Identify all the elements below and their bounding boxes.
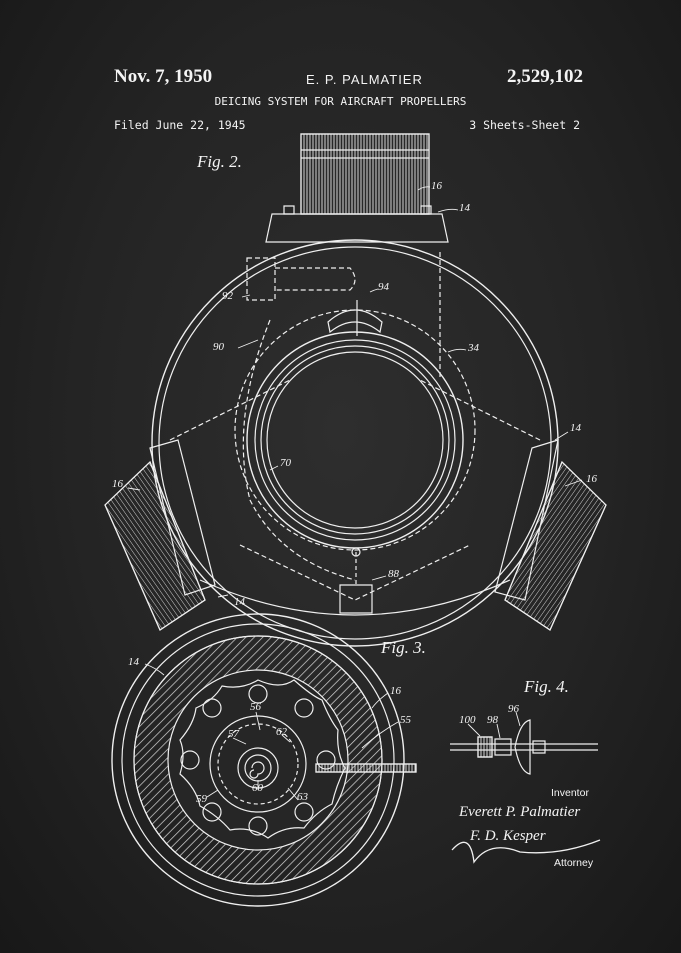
patent-date: Nov. 7, 1950 [114, 66, 213, 87]
hub-outer-circle-2 [159, 247, 551, 639]
ref-55: 55 [400, 714, 411, 726]
fig4-drawing [450, 712, 598, 774]
sheet-number: 3 Sheets-Sheet 2 [469, 118, 580, 132]
hidden-line-90 [243, 320, 355, 580]
ref-16-left: 16 [112, 478, 123, 490]
left-blade-outline [105, 462, 205, 630]
fitting-nozzle [352, 548, 360, 556]
ref-70: 70 [280, 457, 291, 469]
fig3-feed-tube [316, 764, 416, 772]
inner-ring-2 [261, 346, 449, 534]
fig3-outer-circle-2 [122, 624, 394, 896]
socket-bolt-2 [421, 206, 431, 214]
inner-ring-3 [267, 352, 443, 528]
patent-title: DEICING SYSTEM FOR AIRCRAFT PROPELLERS [214, 95, 467, 108]
attorney-caption: Attorney [554, 857, 594, 869]
fig3-feed-tube-outline [316, 764, 416, 772]
clamp-94 [328, 310, 382, 332]
ref-14-bottom: 14 [234, 596, 245, 608]
patent-number: 2,529,102 [507, 66, 583, 87]
ref-56: 56 [250, 701, 261, 713]
ref-16-right: 16 [586, 473, 597, 485]
fig4-part-100 [478, 737, 492, 757]
fig3-inner-disc [168, 670, 348, 850]
ref-62: 62 [276, 726, 287, 738]
fig3-outer-circle [112, 614, 404, 906]
fig4-nut [533, 741, 545, 753]
fig2-leaders [128, 187, 582, 597]
right-blade-cuff [505, 462, 606, 630]
top-socket [266, 214, 448, 242]
ref-14-fig3: 14 [128, 656, 139, 668]
hidden-lines [170, 252, 540, 600]
top-blade-cuff [301, 134, 429, 214]
fig3-spiral [250, 762, 264, 778]
ref-100: 100 [459, 714, 476, 726]
ref-59: 59 [196, 793, 207, 805]
ref-14-top: 14 [459, 202, 470, 214]
ref-34: 34 [468, 342, 479, 354]
ref-88: 88 [388, 568, 399, 580]
fitting-88 [340, 585, 372, 613]
inventor-caption: Inventor [551, 787, 589, 799]
inner-ring-outer [247, 332, 463, 548]
inventor-name: Everett P. Palmatier [459, 804, 581, 820]
ref-96: 96 [508, 703, 519, 715]
ref-98: 98 [487, 714, 498, 726]
ref-14-right: 14 [570, 422, 581, 434]
ref-94: 94 [378, 281, 389, 293]
inventor-header: E. P. PALMATIER [306, 72, 423, 87]
hub-lower-rim [200, 580, 510, 615]
ref-16-top: 16 [431, 180, 442, 192]
fig3-hatch-outline [134, 636, 382, 884]
ref-60: 60 [252, 782, 263, 794]
hidden-ring [235, 310, 475, 550]
right-blade-outline [505, 462, 606, 630]
attorney-signature-stroke [452, 840, 600, 862]
fig2-drawing [105, 134, 606, 646]
fig4-part-100-outline [478, 737, 492, 757]
fig3-drawing [112, 614, 416, 906]
fig3-hub-ring-dashed [218, 724, 298, 804]
ref-90: 90 [213, 341, 224, 353]
fig3-holes [181, 685, 335, 835]
fig3-label: Fig. 3. [381, 638, 426, 657]
fig4-part-96 [515, 720, 530, 774]
fig3-leaders [145, 664, 398, 800]
ref-63: 63 [297, 791, 308, 803]
fig4-part-98 [495, 739, 511, 755]
hidden-strut-2 [420, 380, 540, 440]
attorney-signature: F. D. Kesper [470, 828, 546, 844]
hidden-strut [170, 380, 290, 440]
fig3-wavy-ring [180, 680, 345, 838]
ref-92: 92 [222, 290, 233, 302]
socket-bolt [284, 206, 294, 214]
hidden-strut-3 [240, 545, 470, 600]
hidden-box-92 [247, 258, 275, 300]
fig4-label: Fig. 4. [524, 677, 569, 696]
filed-date: Filed June 22, 1945 [114, 118, 246, 132]
ref-16-fig3: 16 [390, 685, 401, 697]
hub-outer-circle [152, 240, 558, 646]
ref-57: 57 [228, 728, 239, 740]
fig4-leaders [468, 712, 520, 738]
hidden-duct [275, 268, 355, 290]
fig3-hub-ring [210, 716, 306, 812]
inner-ring [255, 340, 455, 540]
fig2-label: Fig. 2. [197, 152, 242, 171]
